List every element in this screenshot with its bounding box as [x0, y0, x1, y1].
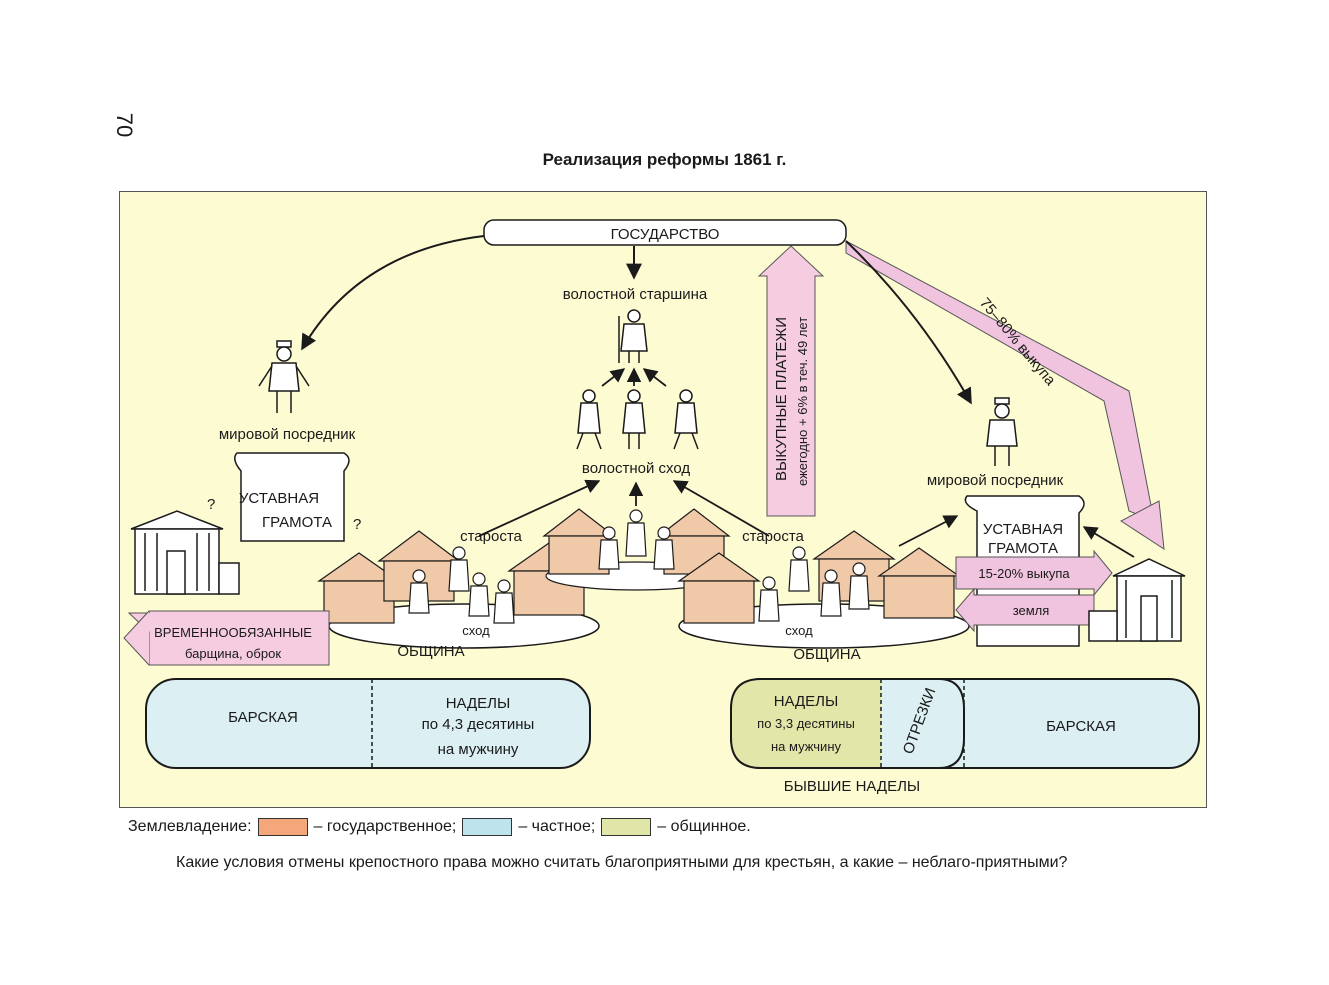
commune-right: староста сход ОБЩИНА: [677, 528, 970, 663]
arrow-commune-left-to-assembly: [478, 479, 601, 537]
redemption-share-label: 75–80% выкупа: [976, 295, 1059, 390]
left-allotment-line2: по 4,3 десятины: [422, 716, 535, 733]
former-allotments-label: БЫВШИЕ НАДЕЛЫ: [784, 778, 920, 795]
volost-elder-label: волостной старшина: [563, 286, 708, 303]
volost-assembly-label: волостной сход: [582, 460, 690, 477]
reform-diagram: ГОСУДАРСТВО 75–80% выкупа ВЫКУПНЫЕ ПЛАТЕ…: [123, 219, 1200, 795]
elder-right-label: староста: [742, 528, 804, 545]
redemption-payments-arrow: ВЫКУПНЫЕ ПЛАТЕЖИ ежегодно + 6% в теч. 49…: [757, 245, 825, 517]
state-label: ГОСУДАРСТВО: [611, 226, 720, 243]
question-mark-left: ?: [207, 496, 215, 513]
payment-15-20-label: 15-20% выкупа: [978, 566, 1070, 581]
left-land-bar: БАРСКАЯ НАДЕЛЫ по 4,3 десятины на мужчин…: [145, 678, 591, 769]
gathering-left-label: сход: [462, 623, 490, 638]
center-village: [542, 508, 731, 591]
gathering-right-label: сход: [785, 623, 813, 638]
right-land-bar: НАДЕЛЫ по 3,3 десятины на мужчину ОТРЕЗК…: [730, 678, 1200, 795]
legend-swatch-communal: [601, 818, 652, 836]
legend-item-private: – частное;: [518, 818, 596, 835]
mediator-right-label: мировой посредник: [927, 472, 1064, 489]
legend-swatch-private: [462, 818, 513, 836]
payment-15-20-arrow: 15-20% выкупа: [955, 549, 1113, 597]
right-allotment-line2: по 3,3 десятины: [757, 716, 855, 731]
temporarily-obliged-line2: барщина, оброк: [185, 646, 281, 661]
temporarily-obliged-arrow: ВРЕМЕННООБЯЗАННЫЕ барщина, оброк: [123, 610, 330, 666]
land-arrow: земля: [955, 587, 1095, 633]
legend-swatch-state: [257, 818, 308, 836]
commune-left: староста сход ОБЩИНА: [317, 528, 600, 660]
question-text: Какие условия отмены крепостного права м…: [176, 854, 1068, 871]
commune-right-label: ОБЩИНА: [793, 646, 860, 663]
left-allotment-line1: НАДЕЛЫ: [446, 695, 511, 712]
land-label: земля: [1013, 603, 1050, 618]
arrow-peasant3-to-elder: [642, 368, 667, 387]
right-allotment-line1: НАДЕЛЫ: [774, 693, 839, 710]
arrow-peasant1-to-elder: [601, 368, 626, 387]
charter-right-line1: УСТАВНАЯ: [983, 521, 1063, 538]
left-allotment-line3: на мужчину: [438, 741, 519, 758]
elder-left-label: староста: [460, 528, 522, 545]
left-lord-land-label: БАРСКАЯ: [228, 709, 298, 726]
question-mark-right: ?: [353, 516, 361, 533]
arrow-manor-to-charter: [1082, 526, 1135, 558]
mediator-left-label: мировой посредник: [219, 426, 356, 443]
arrow-state-to-mediator-left: [301, 235, 485, 351]
temporarily-obliged-line1: ВРЕМЕННООБЯЗАННЫЕ: [154, 625, 312, 640]
volost-assembly-figures: [576, 389, 699, 450]
charter-left-line2: ГРАМОТА: [262, 514, 332, 531]
diagram-title: Реализация реформы 1861 г.: [542, 150, 787, 169]
manor-right-icon: [1088, 558, 1186, 642]
legend-label: Землевладение:: [128, 818, 252, 835]
redemption-payments-line1: ВЫКУПНЫЕ ПЛАТЕЖИ: [773, 317, 790, 481]
mediator-right-figure: [986, 397, 1018, 466]
charter-right-line2: ГРАМОТА: [988, 540, 1058, 557]
arrow-commune-to-charter: [898, 515, 959, 547]
arrow-commune-right-to-assembly: [672, 480, 770, 537]
charter-left-line1: УСТАВНАЯ: [239, 490, 319, 507]
charter-left-scroll: УСТАВНАЯ ГРАМОТА: [234, 452, 350, 542]
page-number: 70: [112, 112, 138, 138]
mediator-left-figure: [258, 340, 310, 413]
manor-left-icon: [130, 510, 240, 595]
right-allotment-line3: на мужчину: [771, 739, 842, 754]
redemption-payments-line2: ежегодно + 6% в теч. 49 лет: [795, 317, 810, 486]
commune-left-label: ОБЩИНА: [397, 643, 464, 660]
legend: Землевладение: – государственное; – част…: [128, 818, 751, 836]
arrow-state-to-mediator-right: [845, 240, 972, 405]
right-lord-land-label: БАРСКАЯ: [1046, 718, 1116, 735]
legend-item-state: – государственное;: [313, 818, 457, 835]
state-box: ГОСУДАРСТВО: [483, 219, 847, 246]
volost-elder-figure: [618, 309, 648, 363]
legend-item-communal: – общинное.: [657, 818, 751, 835]
